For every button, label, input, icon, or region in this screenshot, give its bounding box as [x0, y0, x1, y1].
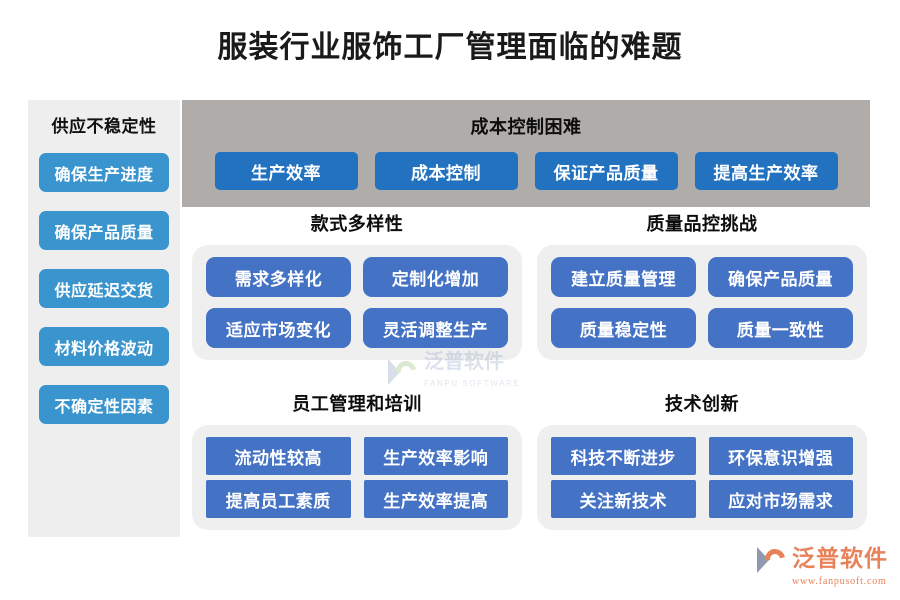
sidebar-item-ensure-production-progress[interactable]: 确保生产进度: [39, 153, 169, 192]
section-title-technology-innovation: 技术创新: [665, 394, 739, 414]
section-card-quality-control: 建立质量管理 确保产品质量 质量稳定性 质量一致性: [537, 245, 867, 360]
sidebar-item-supply-delay[interactable]: 供应延迟交货: [39, 269, 169, 308]
chip-flexible-production-adjustment[interactable]: 灵活调整生产: [363, 308, 508, 348]
cost-chip-guarantee-product-quality[interactable]: 保证产品质量: [534, 152, 678, 190]
chip-quality-consistency[interactable]: 质量一致性: [708, 308, 853, 348]
fanpu-logo-icon: [388, 356, 420, 385]
section-quality-control: 质量品控挑战 建立质量管理 确保产品质量 质量稳定性 质量一致性: [537, 210, 867, 360]
cost-control-panel: 成本控制困难 生产效率 成本控制 保证产品质量 提高生产效率: [182, 100, 870, 207]
sidebar-title: 供应不稳定性: [51, 117, 157, 136]
brand-logo-text-block: 泛普软件 www.fanpusoft.com: [792, 547, 888, 589]
section-technology-innovation: 技术创新 科技不断进步 环保意识增强 关注新技术 应对市场需求: [537, 390, 867, 530]
chip-technology-progress[interactable]: 科技不断进步: [551, 437, 696, 475]
brand-logo-name: 泛普软件: [792, 545, 888, 571]
chip-adapt-market-change[interactable]: 适应市场变化: [206, 308, 351, 348]
section-chip-grid-quality-control: 建立质量管理 确保产品质量 质量稳定性 质量一致性: [551, 257, 853, 348]
chip-ensure-product-quality[interactable]: 确保产品质量: [708, 257, 853, 297]
cost-chip-cost-control[interactable]: 成本控制: [374, 152, 518, 190]
section-chip-grid-style-diversity: 需求多样化 定制化增加 适应市场变化 灵活调整生产: [206, 257, 508, 348]
chip-improve-staff-quality[interactable]: 提高员工素质: [206, 480, 351, 518]
section-title-staff-management: 员工管理和培训: [292, 394, 422, 414]
brand-logo: 泛普软件 www.fanpusoft.com: [757, 545, 888, 589]
cost-chip-production-efficiency[interactable]: 生产效率: [214, 152, 358, 190]
section-title-quality-control: 质量品控挑战: [646, 214, 758, 234]
sidebar-item-ensure-product-quality[interactable]: 确保产品质量: [39, 211, 169, 250]
chip-quality-stability[interactable]: 质量稳定性: [551, 308, 696, 348]
chip-production-efficiency-improvement[interactable]: 生产效率提高: [363, 480, 508, 518]
sidebar-item-material-price-fluctuation[interactable]: 材料价格波动: [39, 327, 169, 366]
chip-high-turnover[interactable]: 流动性较高: [206, 437, 351, 475]
supply-instability-sidebar: 供应不稳定性 确保生产进度 确保产品质量 供应延迟交货 材料价格波动 不确定性因…: [28, 100, 180, 537]
section-title-style-diversity: 款式多样性: [310, 214, 404, 234]
page-title: 服装行业服饰工厂管理面临的难题: [217, 31, 683, 64]
section-card-staff-management: 流动性较高 生产效率影响 提高员工素质 生产效率提高: [192, 425, 522, 530]
chip-production-efficiency-impact[interactable]: 生产效率影响: [363, 437, 508, 475]
chip-environmental-awareness[interactable]: 环保意识增强: [708, 437, 853, 475]
section-card-style-diversity: 需求多样化 定制化增加 适应市场变化 灵活调整生产: [192, 245, 522, 360]
sidebar-chip-list: 确保生产进度 确保产品质量 供应延迟交货 材料价格波动 不确定性因素: [28, 153, 180, 424]
chip-respond-market-demand[interactable]: 应对市场需求: [708, 480, 853, 518]
chip-establish-quality-management[interactable]: 建立质量管理: [551, 257, 696, 297]
cost-control-chip-row: 生产效率 成本控制 保证产品质量 提高生产效率: [182, 152, 870, 190]
section-chip-grid-technology-innovation: 科技不断进步 环保意识增强 关注新技术 应对市场需求: [551, 437, 853, 518]
section-staff-management: 员工管理和培训 流动性较高 生产效率影响 提高员工素质 生产效率提高: [192, 390, 522, 530]
chip-customization-increase[interactable]: 定制化增加: [363, 257, 508, 297]
brand-logo-url: www.fanpusoft.com: [792, 576, 887, 587]
section-chip-grid-staff-management: 流动性较高 生产效率影响 提高员工素质 生产效率提高: [206, 437, 508, 518]
center-watermark-brand-en: FANPU SOFTWARE: [424, 379, 521, 388]
brand-logo-icon: [757, 545, 789, 573]
section-card-technology-innovation: 科技不断进步 环保意识增强 关注新技术 应对市场需求: [537, 425, 867, 530]
cost-chip-improve-production-efficiency[interactable]: 提高生产效率: [694, 152, 838, 190]
cost-control-panel-title: 成本控制困难: [470, 117, 582, 137]
chip-focus-new-technology[interactable]: 关注新技术: [551, 480, 696, 518]
chip-demand-diversification[interactable]: 需求多样化: [206, 257, 351, 297]
sidebar-item-uncertainty-factors[interactable]: 不确定性因素: [39, 385, 169, 424]
section-style-diversity: 款式多样性 需求多样化 定制化增加 适应市场变化 灵活调整生产: [192, 210, 522, 360]
